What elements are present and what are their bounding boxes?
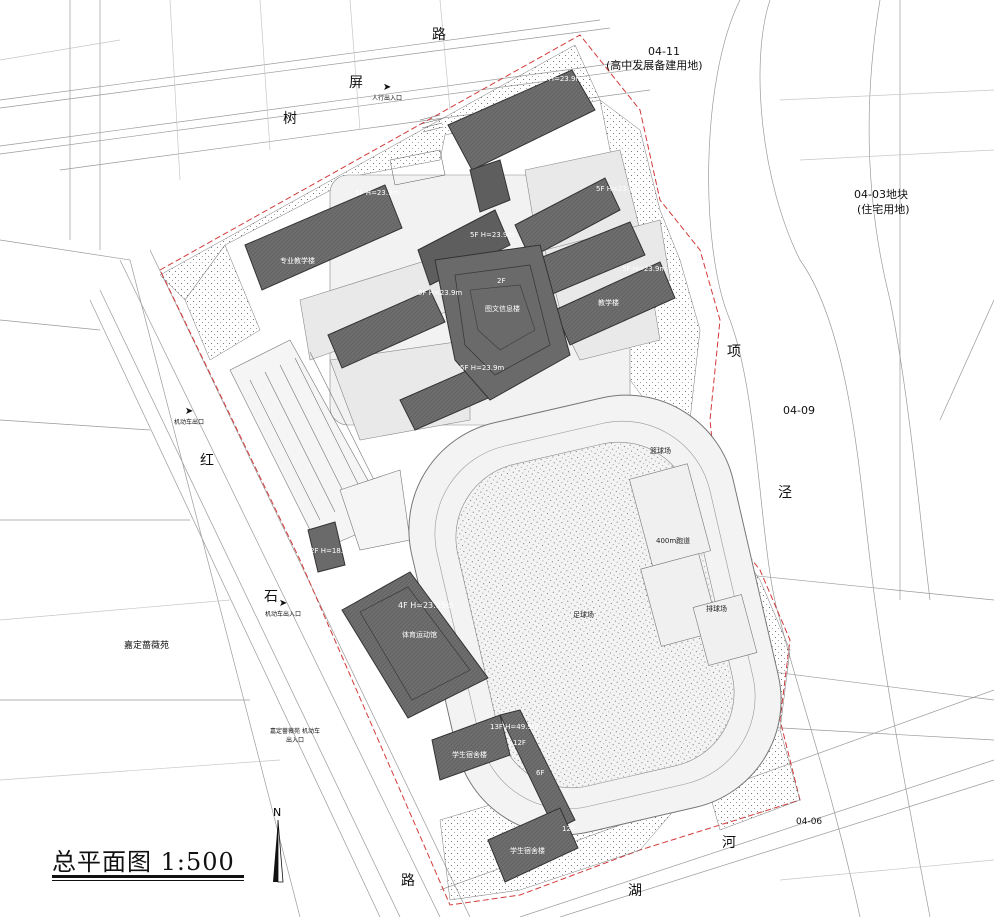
north-entrance-steps bbox=[389, 114, 446, 186]
dorm-name-2: 学生宿舍楼 bbox=[510, 847, 545, 855]
tag-dorm-2: 12F bbox=[513, 739, 526, 747]
entrance-arrow-icon: ➤ bbox=[382, 82, 392, 93]
road-label-west-2: 石 bbox=[264, 589, 278, 605]
track-label: 400m跑道 bbox=[656, 537, 691, 545]
north-arrow-icon bbox=[273, 820, 284, 883]
special-building-name: 专业教学楼 bbox=[280, 257, 315, 265]
community-vehicle-entrance: 嘉定蔷薇苑 机动车出入口 bbox=[270, 728, 320, 744]
drawing-title: 总平面图 1:500 bbox=[52, 848, 235, 876]
building-classroom-e3 bbox=[554, 261, 676, 346]
west-community-label: 嘉定蔷薇苑 bbox=[124, 641, 170, 651]
tag-dorm-3: 6F bbox=[536, 769, 545, 777]
basketball-label: 篮球场 bbox=[650, 447, 671, 455]
road-label-north-2: 树 bbox=[283, 111, 297, 127]
vehicle-entrance-south: ➤ 机动车出入口 bbox=[265, 598, 302, 618]
plot-0409: 04-09 bbox=[783, 404, 815, 417]
tag-north-wing-e: 5F H=23.9m bbox=[538, 75, 583, 83]
building-special-ne bbox=[447, 69, 596, 171]
tag-gate: 2F H=18.5m bbox=[310, 547, 355, 555]
plot-0403-desc: (住宅用地) bbox=[857, 203, 910, 216]
road-label-river-1: 项 bbox=[727, 344, 741, 360]
road-label-north-3: 路 bbox=[432, 27, 446, 43]
building-gate bbox=[307, 521, 346, 573]
plot-0411-desc: (高中发展备建用地) bbox=[606, 59, 703, 72]
building-spine-ne bbox=[469, 159, 511, 213]
road-label-south-2: 河 bbox=[722, 835, 736, 851]
building-dorm-2 bbox=[499, 709, 576, 831]
road-label-west-3: 路 bbox=[401, 873, 415, 889]
title-underline-thick bbox=[52, 875, 244, 878]
tag-wing-nw: 5F H=23.9m bbox=[355, 189, 400, 197]
road-label-north-1: 屏 bbox=[349, 75, 363, 91]
parking-area bbox=[229, 339, 411, 551]
tag-wing-sw: 5F H=23.9m bbox=[460, 364, 505, 372]
buildings bbox=[244, 69, 676, 883]
building-gym bbox=[341, 571, 489, 719]
tag-hall: 2F bbox=[497, 277, 506, 285]
tag-wing-e3: 5F H=23.9m bbox=[622, 265, 667, 273]
site-boundary bbox=[159, 34, 801, 906]
road-label-south-1: 湖 bbox=[628, 883, 642, 899]
plot-0411-code: 04-11 bbox=[648, 45, 680, 58]
classroom-name: 教学楼 bbox=[598, 299, 619, 307]
building-dorm-3 bbox=[487, 807, 579, 883]
plot-0406: 04-06 bbox=[796, 817, 823, 827]
tag-wing-ne2: 5F H=23.9m bbox=[596, 185, 641, 193]
road-label-river-2: 泾 bbox=[778, 485, 792, 501]
gym-name: 体育运动馆 bbox=[402, 631, 437, 639]
north-arrow: N bbox=[270, 806, 286, 884]
drawing-title-block: 总平面图 1:500 bbox=[52, 842, 244, 881]
pedestrian-entrance: ➤ 人行出入口 bbox=[372, 82, 403, 102]
courts bbox=[629, 463, 758, 666]
north-label: N bbox=[273, 806, 282, 819]
tag-center: 5F H=23.9m bbox=[470, 231, 515, 239]
vehicle-arrow-icon: ➤ bbox=[278, 598, 288, 609]
field-label: 足球场 bbox=[573, 611, 594, 619]
vehicle-arrow-icon: ➤ bbox=[184, 406, 194, 417]
building-special-nw bbox=[244, 184, 403, 291]
volleyball-label: 排球场 bbox=[706, 605, 727, 613]
dorm-name-1: 学生宿舍楼 bbox=[452, 751, 487, 759]
tag-wing-w: 5F H=23.9m bbox=[418, 289, 463, 297]
road-label-west-1: 红 bbox=[200, 453, 214, 469]
building-library-hall bbox=[434, 244, 571, 401]
plot-0403-code: 04-03地块 bbox=[854, 188, 908, 201]
vehicle-exit-north: ➤ 机动车出口 bbox=[174, 406, 205, 426]
hall-name: 图文信息楼 bbox=[485, 305, 520, 313]
tag-dorm-4: 12F bbox=[562, 825, 575, 833]
tag-gym: 4F H=23.95m bbox=[398, 601, 454, 610]
building-dorm-1 bbox=[431, 714, 511, 781]
building-classroom-w1 bbox=[327, 289, 446, 369]
title-underline-thin bbox=[52, 880, 244, 881]
tag-dorm-1: 13F H=49.9m bbox=[490, 723, 539, 731]
